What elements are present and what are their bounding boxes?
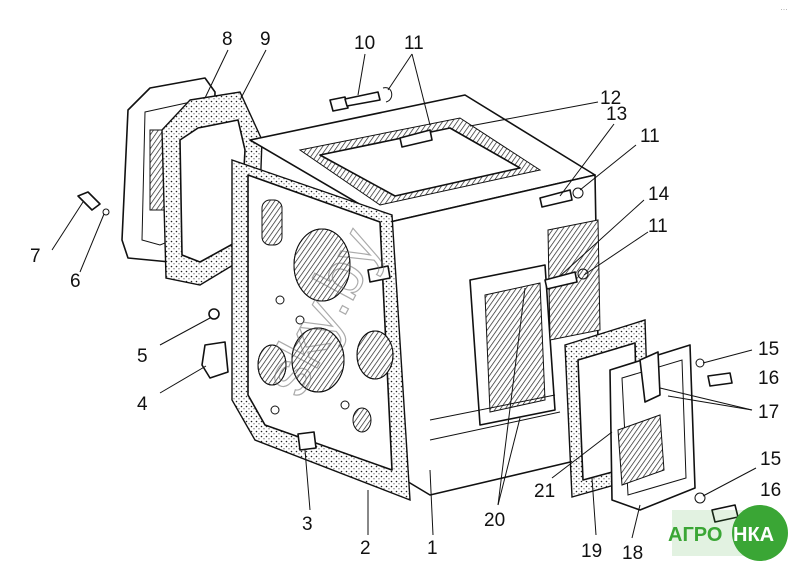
right-cover-plate — [609, 344, 696, 511]
callout-9: 9 — [260, 29, 271, 50]
flange-bores — [257, 199, 394, 433]
corner-mark: … — [780, 3, 788, 12]
callout-11-top: 11 — [404, 33, 424, 54]
callout-15-lower: 15 — [760, 449, 781, 470]
callout-4: 4 — [137, 394, 148, 415]
gearbox-housing — [249, 94, 601, 496]
callout-2: 2 — [360, 538, 371, 559]
callout-16-upper: 16 — [758, 368, 779, 389]
callout-14: 14 — [648, 184, 670, 205]
callout-7: 7 — [30, 246, 41, 267]
callout-16-lower: 16 — [760, 480, 781, 501]
logo-text-right: НКА — [733, 524, 774, 546]
callout-10: 10 — [354, 33, 375, 54]
callout-19: 19 — [581, 541, 602, 562]
callout-17: 17 — [758, 402, 779, 423]
callouts: 8 9 10 11 12 13 11 14 11 7 6 5 4 15 16 1… — [30, 29, 781, 564]
callout-13: 13 — [606, 104, 627, 125]
leader-lines — [51, 49, 757, 539]
callout-8: 8 — [222, 29, 233, 50]
small-parts — [77, 87, 739, 523]
callout-21: 21 — [534, 481, 555, 502]
callout-11-right-upper: 11 — [640, 126, 660, 147]
callout-1: 1 — [427, 538, 438, 559]
callout-3: 3 — [302, 514, 313, 535]
callout-12: 12 — [600, 88, 621, 109]
logo-text-left: АГРО — [668, 524, 722, 546]
callout-11-right-lower: 11 — [648, 216, 668, 237]
callout-18: 18 — [622, 543, 643, 564]
callout-15-upper: 15 — [758, 339, 779, 360]
agronka-logo: АГРО НКА — [668, 505, 788, 561]
callout-5: 5 — [137, 346, 148, 367]
callout-20: 20 — [484, 510, 505, 531]
callout-6: 6 — [70, 271, 81, 292]
